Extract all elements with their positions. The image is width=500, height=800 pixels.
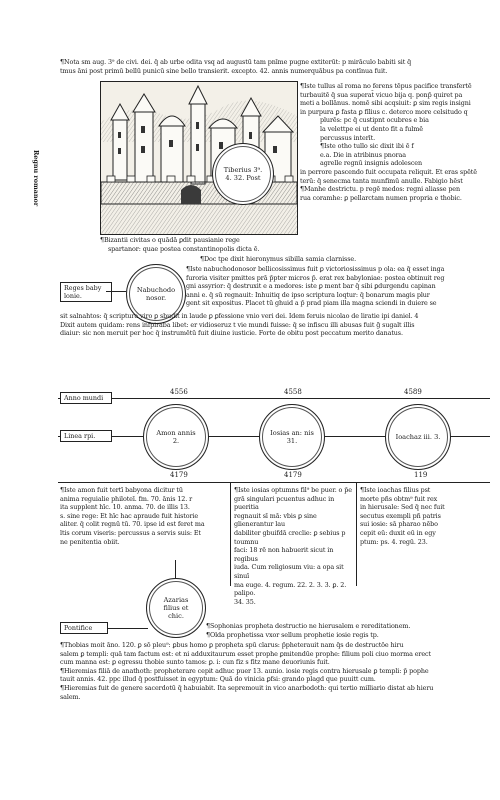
amon-line: anima reguialie philoteī. fm. 70. ānis 1…	[60, 494, 193, 503]
linea-year-3: 119	[414, 471, 428, 479]
sibilla-header: ¶Doc tpe dixit hieronymus sibilla samia …	[200, 255, 357, 263]
ioachaz-line: sui iosie: sā pharao nēbo	[360, 520, 438, 529]
right-line: in perrore pascendo fuit occupata reliqu…	[300, 167, 477, 176]
sophonias-line: ¶Sophonias propheta destructio ne hierus…	[206, 622, 411, 630]
bottom-line: salem ꝑ templi: quā tam factum est: et n…	[60, 649, 431, 658]
amon-column: ¶Iste amon fuit tertī babyona dicitur tū…	[60, 486, 228, 546]
bizantium-caption-line-2: spartanor: quae postea constantinopolis …	[108, 245, 260, 253]
right-line: in purpura ꝑ fasta ꝑ fīlius c. deterco m…	[300, 107, 468, 116]
right-line: la velettpe ei ut dento fit a fulmē	[320, 124, 423, 133]
amon-line: aliter. q̄ colit regnū tū. 70. ipse id e…	[60, 520, 205, 529]
linea-year-1: 4179	[170, 471, 188, 479]
iosias-line: dabiliter gbuifdā creclie: ꝑ sebius p to…	[234, 528, 346, 546]
nabuchodonosor-line: anni e. q̄ sū regnauit: Inhuitiq de ipso…	[186, 290, 430, 299]
tiberius-medallion-text: Tiberius 3⁹. 4. 32. Post	[223, 165, 263, 182]
pontifices-label: Pontifice	[60, 622, 108, 634]
iosias-medallion: Iosias an: nis 31.	[259, 404, 325, 470]
ioachaz-line: in hierusale: Sed q̄ nec fuit	[360, 503, 445, 512]
iosias-line: grā singulari pcuentus adhuc in pueritia	[234, 494, 335, 512]
bottom-line: tauit annis. 42. ppc illud q̄ postfuisse…	[60, 675, 376, 684]
ioachaz-line: ¶Iste ioachas filius pst	[360, 486, 431, 494]
bottom-line: salem.	[60, 692, 81, 701]
ioachaz-line: secutus exempli pñ patris	[360, 511, 441, 520]
iosias-line: ma euge. 4. regum. 22. 2. 3. 3. ꝑ. 2. pa…	[234, 580, 347, 598]
anno-mundi-label: Anno mundi	[60, 392, 112, 404]
regnum-romanorum-margin-label: Regnu romanor	[32, 150, 40, 207]
linea-year-2: 4179	[284, 471, 302, 479]
ioachaz-column: ¶Iste ioachas filius pst morte pñs obtm⁹…	[360, 486, 490, 546]
nabuchodonosor-line: ¶Iste nabuchodonosor bellicosissimus fui…	[186, 265, 445, 273]
column-divider-2	[356, 482, 357, 586]
linea-christi-label: Linea rpi.	[60, 430, 112, 442]
iosias-line: regnauit sī mā: vbis ꝑ sine glienerantur…	[234, 511, 317, 529]
nabuchodonosor-line: Dixit autem quidam: rens infpiraba libet…	[60, 320, 415, 329]
bottom-line: cum manna est: ꝑ egressu thobie sunto ta…	[60, 658, 330, 667]
azarias-medallion-text: Azarias filius et chic.	[163, 595, 189, 621]
right-line: terū: q̄ senecma tanta munfimū anulle. F…	[300, 176, 463, 185]
right-line: rua coramhe: ꝑ pellarctam numen propria …	[300, 193, 462, 202]
amon-medallion: Amon annis 2.	[143, 404, 209, 470]
right-line: e.a. Die in atribinus pnoraa	[320, 150, 406, 159]
nabuchodonosor-line: sit salnahtos: q̄ scriptura viro ꝑ sbudi…	[60, 312, 419, 320]
nabuchodonosor-line: furoria visiter pmittes prā p̄pter micro…	[186, 273, 445, 282]
azarias-medallion: Azarias filius et chic.	[146, 578, 206, 638]
anno-mundi-year-3: 4589	[404, 388, 422, 396]
bottom-line: ¶Hieremias fuit de genere sacerdotū q̄ h…	[60, 683, 434, 692]
anno-mundi-year-1: 4556	[170, 388, 188, 396]
right-line: plurēs: pc q̄ custipnt ocubres e bia	[320, 116, 429, 125]
right-line: percussus interīt.	[320, 133, 376, 142]
bottom-line: ¶Thobias moit āno. 120. ꝑ sō pleu⁹: ꝑbus…	[60, 641, 404, 649]
olda-line: ¶Olda prophetissa vxor sellum prophetie …	[206, 631, 379, 639]
nabuchodonosor-line: gent sit expositus. Placet tū ghuid a p̄…	[186, 299, 437, 308]
right-column-text: ¶Iste tullus aī roma no ferens tēpus pac…	[300, 82, 490, 202]
nabuchodonosor-line: diaiur: sic non meruit per hoc q̄ instru…	[60, 329, 403, 338]
intro-line-2: tmus āni post primū bellū punicū sine be…	[60, 67, 388, 75]
right-line: ¶Manhe destrictu. p regē medos: regni al…	[300, 185, 461, 194]
right-line: ¶Iste tullus aī roma no ferens tēpus pac…	[300, 82, 472, 90]
right-line: turbauitē q̄ sua superat̄ vicuo bija q. …	[300, 90, 463, 99]
right-line: ¶Iste otho tullo sic dixit ibi ē f	[320, 142, 414, 151]
pontifex-rule	[104, 628, 148, 629]
iosias-line: faci: 18 rē non habuerit sicut in regibu…	[234, 546, 334, 563]
ioachaz-medallion: Ioachaz iii. 3.	[385, 404, 451, 470]
amon-line: ¶Iste amon fuit tertī babyona dicitur tū	[60, 486, 183, 494]
reges-babylonie-label: Reges baby lonie.	[60, 282, 112, 302]
ioachaz-line: cepit eū: duxit eū in egy	[360, 528, 436, 537]
amon-line: ne penitentia obiit.	[60, 537, 120, 546]
iosias-line: ¶Iste iosias optumns fil⁹ be puer. o p̄e	[234, 486, 352, 494]
amon-line: s. sine rege: Et hīc hac apraude fuit hi…	[60, 511, 199, 520]
right-line: meti a bollānus. nomē sibi acqsiuit: ꝑ s…	[300, 99, 471, 108]
nabuchodonosor-text-bottom: sit salnahtos: q̄ scriptura viro ꝑ sbudi…	[60, 312, 490, 338]
bottom-line: ¶Hieremias filiā de anathoth: prophetera…	[60, 666, 429, 675]
iosias-line: 34. 35.	[234, 597, 256, 606]
label-connector	[106, 291, 126, 292]
column-divider-1	[230, 482, 231, 586]
ioachaz-line: ptum: ps. 4. regū. 23.	[360, 537, 428, 546]
amon-line: ita supplent hīc. 10. anma. 70. de illis…	[60, 503, 190, 512]
bottom-paragraphs: ¶Thobias moit āno. 120. ꝑ sō pleu⁹: ꝑbus…	[60, 641, 490, 701]
iosias-column: ¶Iste iosias optumns fil⁹ be puer. o p̄e…	[234, 486, 354, 606]
iosias-line: iuda. Cum religiosum viu: a opa sit sinu…	[234, 563, 344, 580]
pontifex-connector	[175, 560, 176, 578]
ioachaz-line: morte pñs obtm⁹ fuit rex	[360, 494, 438, 503]
nabuchodonosor-medallion: Nabuchodo nosor.	[126, 264, 186, 324]
right-line: agrelle regnū insignis adolescen	[320, 159, 423, 168]
amon-medallion-text: Amon annis 2.	[156, 428, 196, 445]
bizantium-caption-line-1: ¶Bizantii civitas o quādā ꝑdit pausianie…	[100, 236, 240, 244]
iosias-medallion-text: Iosias an: nis 31.	[270, 428, 314, 445]
amon-line: ltis corum viseris: percussus a servis s…	[60, 528, 201, 537]
columns-top-rule	[58, 482, 490, 483]
nabuchodonosor-medallion-text: Nabuchodo nosor.	[136, 285, 176, 302]
intro-line-1: ¶Nota sm aug. 3⁹ de civi. dei. q̄ ab urb…	[60, 58, 412, 66]
anno-mundi-year-2: 4558	[284, 388, 302, 396]
anno-mundi-rule	[58, 398, 490, 399]
ioachaz-medallion-text: Ioachaz iii. 3.	[395, 432, 441, 441]
nabuchodonosor-line: gni assyrior: q̄ destruxit e a medores: …	[186, 282, 436, 291]
nabuchodonosor-text-top: ¶Iste nabuchodonosor bellicosissimus fui…	[186, 265, 490, 308]
tiberius-medallion: Tiberius 3⁹. 4. 32. Post	[212, 143, 274, 205]
